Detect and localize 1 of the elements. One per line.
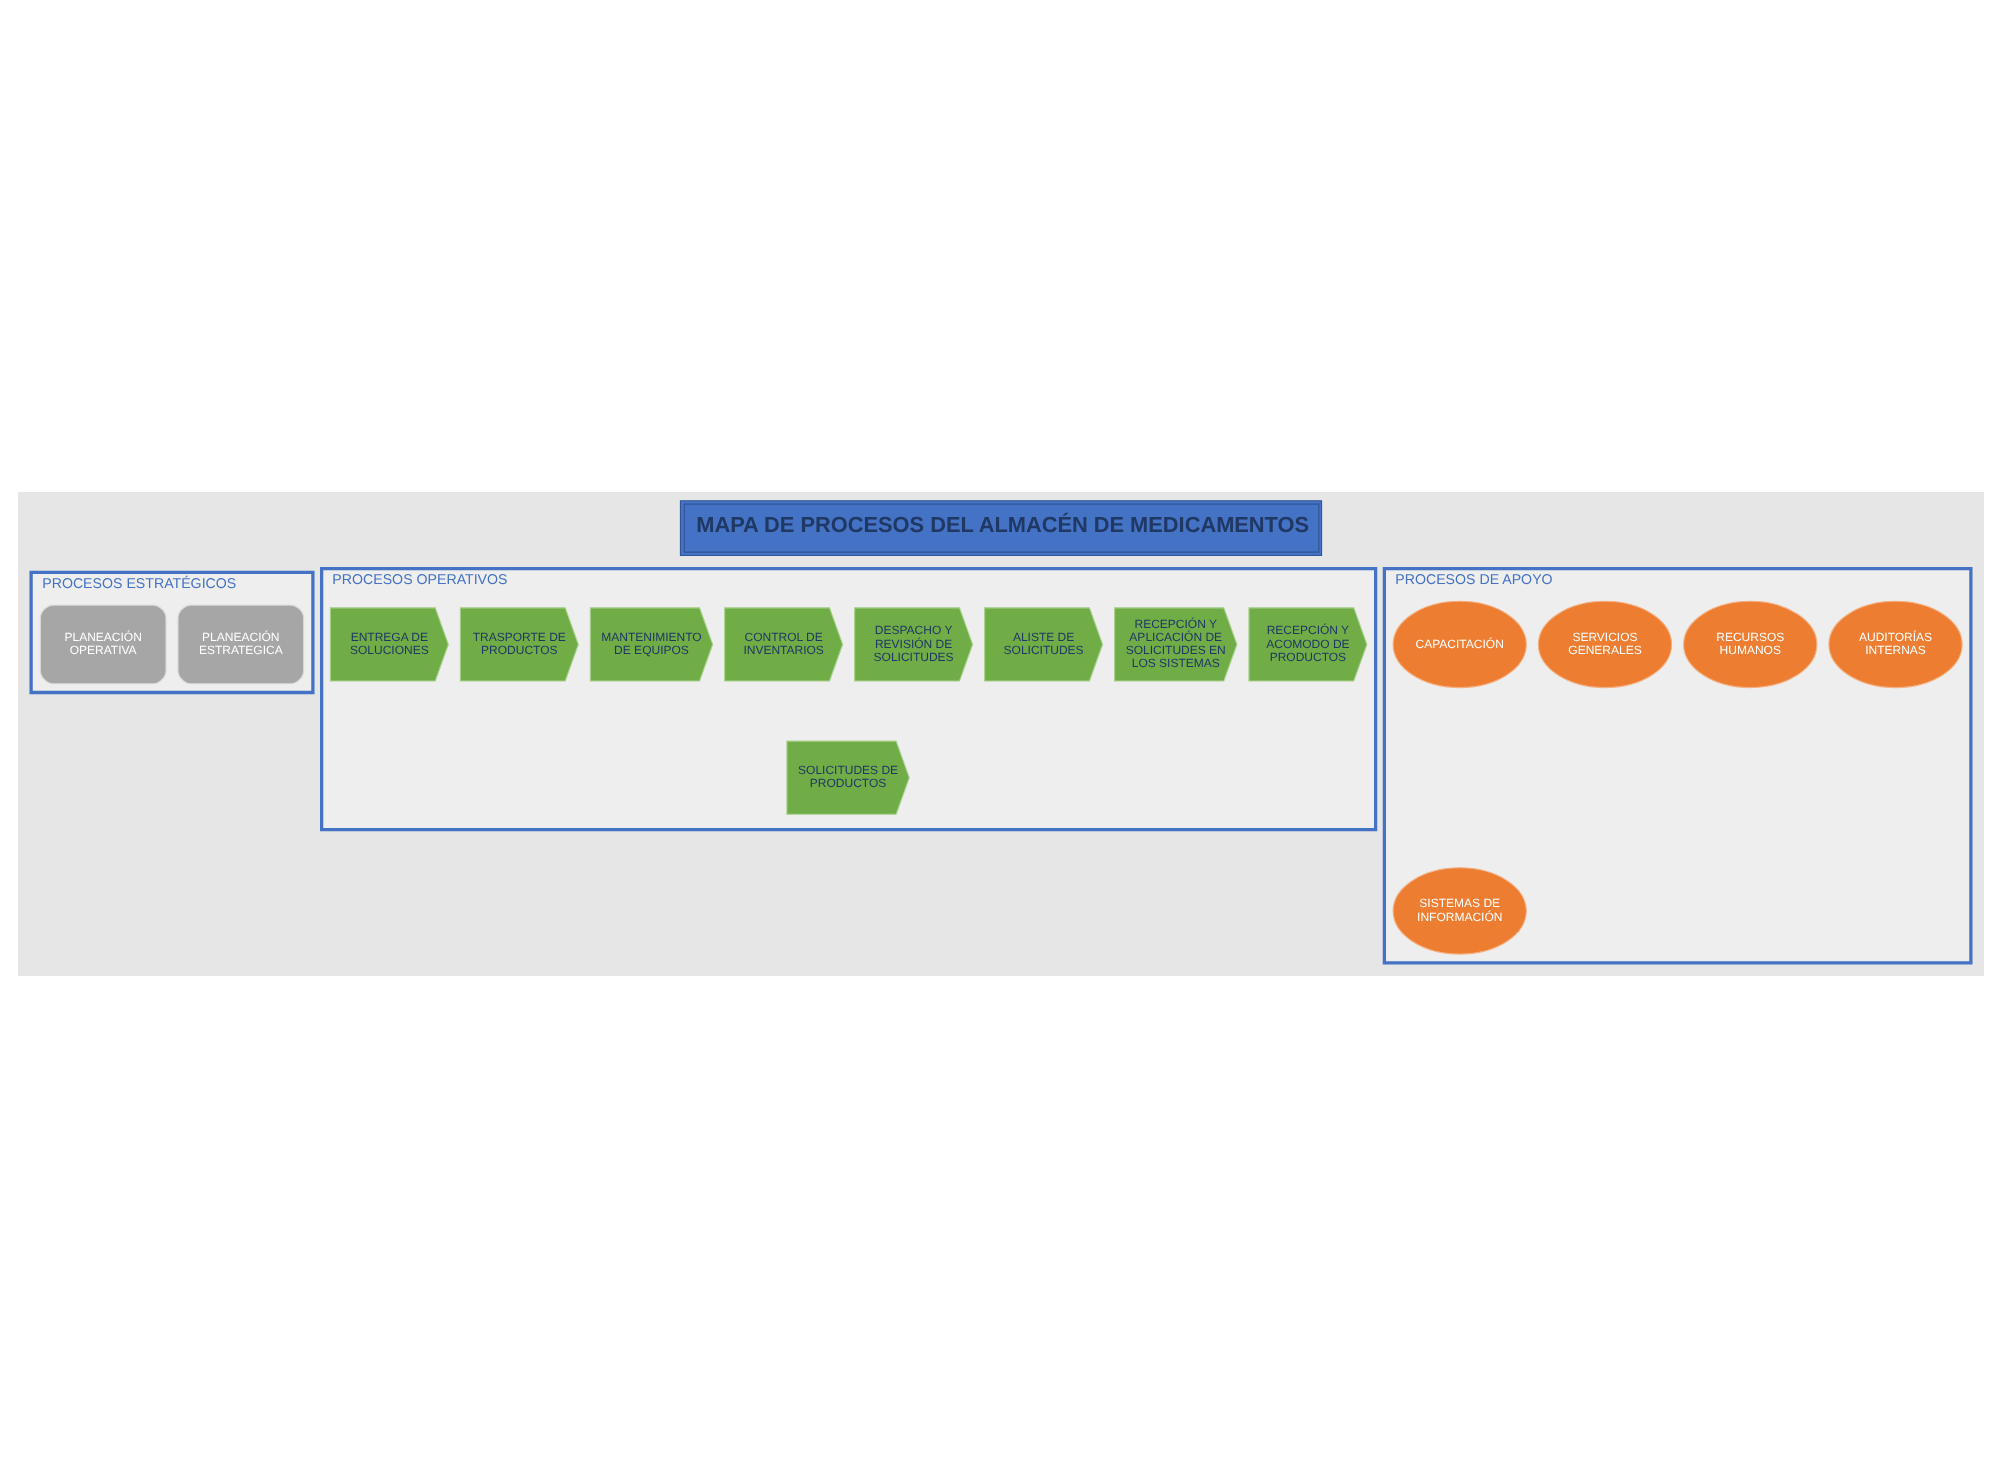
diagram-title: MAPA DE PROCESOS DEL ALMACÉN DE MEDICAMENTOS [695,514,1309,539]
